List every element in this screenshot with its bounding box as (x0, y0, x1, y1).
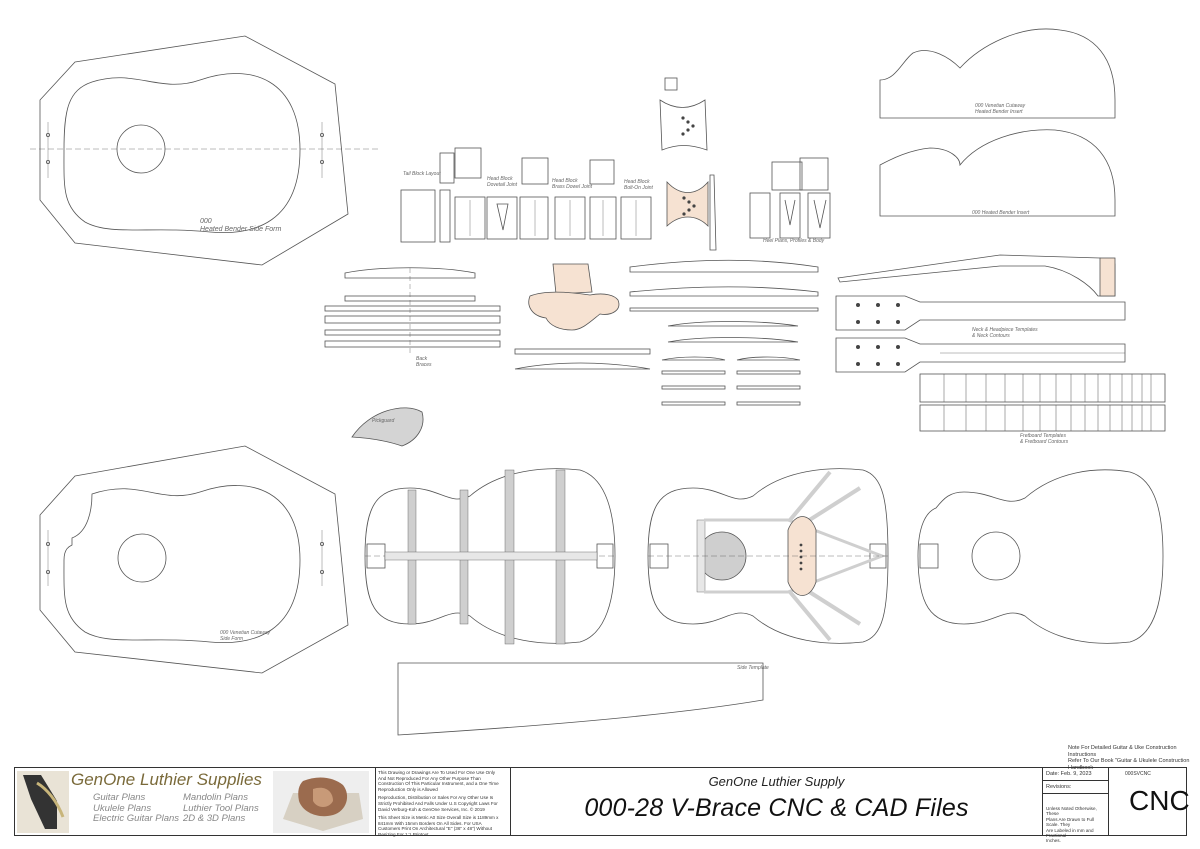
head-block-brass-label: Head Block Brass Dowel Joint (552, 178, 592, 190)
scale-note-line: Inches. (1046, 838, 1061, 844)
pickguard-label: Pickguard (372, 418, 395, 424)
title-block: GenOne Luthier Supplies Guitar Plans Uku… (14, 767, 1190, 843)
scale-note-line: Are Labeled in mm and Fractional (1046, 827, 1094, 839)
cutaway-insert-label-line1: 000 Venetian Cutaway (975, 103, 1026, 109)
legal-line: 841mm With 15mm Borders On All Sides. Fo… (378, 820, 482, 826)
plans-list-right: Mandolin Plans Luthier Tool Plans 2D & 3… (183, 792, 259, 825)
neck-templates-line2: & Neck Contours (972, 333, 1010, 339)
legal-line: This Sheet Size is Metric A0 Size Overal… (378, 815, 499, 821)
tail-block-label: Tail Block Layout (403, 171, 441, 177)
back-braces-line1: Back (416, 356, 428, 362)
neck-templates (835, 254, 1126, 373)
legal-cell: This Drawing or Drawings Are To Used For… (376, 768, 511, 838)
block-layouts (400, 147, 652, 243)
plan-mandolin: Mandolin Plans (183, 792, 248, 803)
revisions-row: Revisions: (1043, 780, 1108, 794)
legal-line: Reproduction, Distribution or Sales For … (378, 795, 494, 801)
back-body (364, 468, 616, 645)
legal-line: Construction Of This Particular Instrume… (378, 781, 499, 787)
head-block-dovetail-line2: Dovetail Joint (487, 182, 518, 188)
plan-2d-3d: 2D & 3D Plans (183, 813, 246, 824)
head-block-bolt-line2: Bolt-On Joint (624, 185, 653, 191)
cutaway-side-form-label: 000 Venetian Cutaway Side Form (220, 630, 270, 642)
bridge-parts (659, 77, 831, 251)
revisions-text: Revisions: (1046, 784, 1072, 790)
code-cell: 000SVCNC CNC (1109, 768, 1190, 835)
fretboard-templates-label: Fretboard Templates & Fretboard Contours (1020, 433, 1068, 445)
date-text: Date: Feb. 9, 2023 (1046, 771, 1092, 777)
scale-note-line: Unless Noted Otherwise, These (1046, 806, 1097, 817)
plan-ukulele: Ukulele Plans (93, 802, 152, 814)
legal-line: This Drawing or Drawings Are To Used For… (378, 770, 496, 775)
plan-electric-guitar: Electric Guitar Plans (93, 813, 180, 824)
head-block-dovetail-label: Head Block Dovetail Joint (487, 176, 517, 188)
product-photo (273, 771, 369, 833)
side-form-label-line2: Heated Bender Side Form (200, 226, 282, 233)
bender-inserts (879, 28, 1116, 217)
head-block-brass-line1: Head Block (552, 178, 578, 184)
neck-templates-label: Neck & Headpiece Templates & Neck Contou… (972, 327, 1038, 339)
construction-note-line2: Refer To Our Book "Guitar & Ukulele Cons… (1068, 758, 1190, 764)
legal-text: This Drawing or Drawings Are To Used For… (378, 770, 499, 838)
legal-line: Strictly Prohibited And Falls Under U.S … (378, 800, 498, 806)
back-braces-label: Back Braces (416, 356, 432, 368)
date-revisions-cell: Date: Feb. 9, 2023 Revisions: Unless Not… (1043, 768, 1109, 843)
back-braces (324, 267, 501, 355)
scale-note-line: Plans Are Drawn to Full Scale. They (1046, 816, 1094, 828)
plan-guitar: Guitar Plans (93, 792, 146, 803)
top-braces (514, 259, 819, 406)
side-form-label: 000 Heated Bender Side Form (200, 218, 281, 234)
fretboard-templates (919, 373, 1166, 432)
legal-line: Reproduction Only is Allowed (378, 786, 438, 792)
cutaway-side-form-label-line1: 000 Venetian Cutaway (220, 630, 271, 636)
bender-insert-label: 000 Heated Bender Insert (972, 210, 1030, 216)
cutaway-side-form-label-line2: Side Form (220, 636, 244, 642)
plans-list-left: Guitar Plans Ukulele Plans Electric Guit… (93, 792, 180, 825)
cutaway-insert-label-line2: Heated Bender Insert (975, 109, 1023, 115)
legal-line: David Verburg-Koh & GenOne Services, Inc… (378, 806, 485, 812)
drawing-title: 000-28 V-Brace CNC & CAD Files (584, 794, 969, 822)
cutaway-insert-label: 000 Venetian Cutaway Heated Bender Inser… (975, 103, 1025, 115)
date-row: Date: Feb. 9, 2023 (1043, 768, 1108, 781)
side-template-shape (397, 662, 764, 736)
legal-line: Resizing For 1:1 Printout. (378, 831, 430, 837)
head-block-brass-line2: Brass Dowel Joint (552, 184, 593, 190)
cnc-code: CNC (1129, 785, 1190, 816)
fretboard-templates-line2: & Fretboard Contours (1020, 439, 1069, 445)
heel-plans-label: Heel Plans, Profiles & Body (763, 238, 825, 244)
logo-cell: GenOne Luthier Supplies Guitar Plans Uku… (15, 768, 376, 835)
back-braces-line2: Braces (416, 362, 432, 368)
head-block-bolt-line1: Head Block (624, 179, 650, 185)
legal-line: Customers Print On Architectural "E" (36… (378, 826, 493, 832)
side-template-label: Side Template (737, 665, 769, 671)
part-number: 000SVCNC (1125, 771, 1151, 777)
cutaway-side-form (39, 445, 349, 674)
plan-luthier-tools: Luthier Tool Plans (183, 802, 259, 814)
company-name: GenOne Luthier Supply (708, 774, 845, 789)
logo-title: GenOne Luthier Supplies (71, 770, 262, 789)
detail-dots (681, 116, 900, 571)
cutaway-top (917, 469, 1164, 644)
construction-note-line1: Note For Detailed Guitar & Uke Construct… (1068, 745, 1177, 758)
legal-line: And Not Reproduced For Any Other Purpose… (378, 775, 481, 781)
head-block-dovetail-line1: Head Block (487, 176, 513, 182)
head-block-bolt-label: Head Block Bolt-On Joint (624, 179, 653, 191)
neck-templates-line1: Neck & Headpiece Templates (972, 327, 1038, 333)
scale-note: Unless Noted Otherwise, These Plans Are … (1046, 806, 1108, 844)
top-body-vbrace (647, 468, 889, 644)
side-form-label-line1: 000 (200, 218, 212, 225)
fretboard-templates-line1: Fretboard Templates (1020, 433, 1066, 439)
title-cell: GenOne Luthier Supply 000-28 V-Brace CNC… (511, 768, 1043, 835)
logo-image (17, 771, 69, 833)
pickguard-shape (351, 407, 424, 447)
side-form (30, 35, 380, 266)
